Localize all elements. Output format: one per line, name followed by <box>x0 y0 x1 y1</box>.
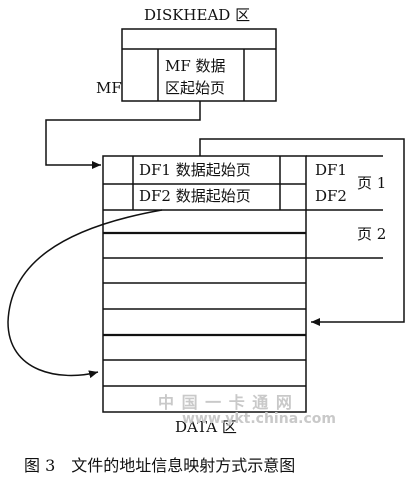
df2-side-label: DF2 <box>315 187 347 205</box>
df2-pointer-arrow <box>7 209 163 379</box>
diskhead-label: DISKHEAD 区 <box>144 6 251 24</box>
mf-pointer-arrow <box>45 101 201 169</box>
page-extension-lines <box>306 155 383 259</box>
data-area-label: DATA 区 <box>175 418 237 436</box>
mf-label: MF <box>96 79 122 97</box>
page-2-label: 页 2 <box>357 225 387 243</box>
df1-cell: DF1 数据起始页 <box>139 161 251 179</box>
df2-cell: DF2 数据起始页 <box>139 187 251 205</box>
mf-cell-line1: MF 数据 <box>165 57 226 75</box>
watermark-line1: 中 国 一 卡 通 网 <box>158 393 293 412</box>
df1-side-label: DF1 <box>315 161 347 179</box>
data-table <box>102 155 307 413</box>
watermark-line2: www.ykt.china.com <box>182 411 336 427</box>
figure-caption: 图 3 文件的地址信息映射方式示意图 <box>24 456 296 475</box>
df1-pointer-arrow <box>199 138 405 326</box>
mf-cell-line2: 区起始页 <box>165 79 226 97</box>
page-1-label: 页 1 <box>357 174 387 192</box>
diskhead-block <box>121 28 277 102</box>
